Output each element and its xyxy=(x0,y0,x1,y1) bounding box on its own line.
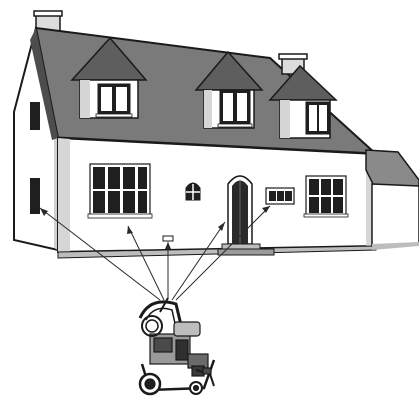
pressure-washer xyxy=(140,298,214,394)
left-wall-window-lower xyxy=(30,178,40,214)
main-window-left xyxy=(88,164,152,218)
main-window-right xyxy=(304,176,348,217)
left-wall-window-upper xyxy=(30,102,40,130)
right-window-panel xyxy=(266,188,294,204)
garage-extension xyxy=(366,150,419,250)
small-arched-window xyxy=(186,183,200,200)
wall-plate xyxy=(163,236,173,241)
